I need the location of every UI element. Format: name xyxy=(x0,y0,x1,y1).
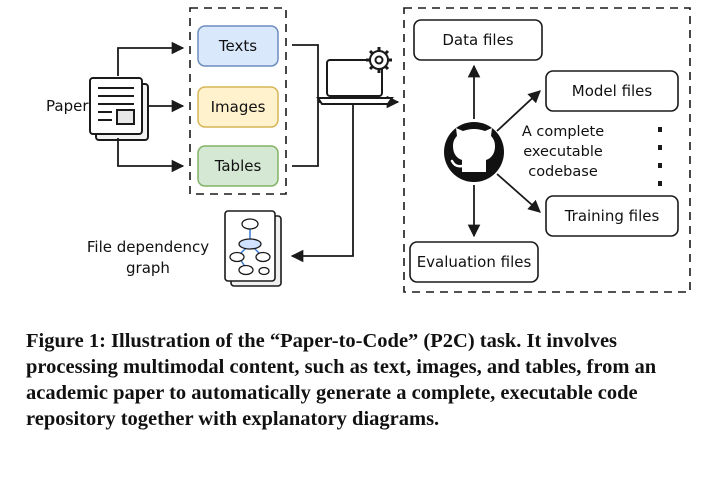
dependency-graph-label-line1: File dependency xyxy=(87,238,209,256)
paper-connectors xyxy=(117,41,185,173)
evaluation-files-label: Evaluation files xyxy=(417,253,532,271)
input-texts-label: Texts xyxy=(218,37,257,55)
codebase-text-line1: A complete xyxy=(522,124,604,140)
data-files-label: Data files xyxy=(442,31,513,49)
data-files-box: Data files xyxy=(413,19,543,61)
graph-connector xyxy=(290,104,354,263)
input-images-label: Images xyxy=(211,98,266,116)
github-icon xyxy=(444,122,504,182)
codebase-container xyxy=(403,7,691,293)
codebase-text-line2: executable xyxy=(523,144,603,160)
model-files-label: Model files xyxy=(572,82,653,100)
more-files-ellipsis xyxy=(658,127,662,186)
dependency-graph-label-line2: graph xyxy=(126,259,170,277)
input-images-box: Images xyxy=(197,86,279,128)
paper-label: Paper xyxy=(46,97,89,115)
training-files-box: Training files xyxy=(545,195,679,237)
codebase-arrows xyxy=(467,64,541,238)
modality-container xyxy=(189,7,287,195)
paper-to-code-diagram: Paper Texts Images Tables xyxy=(46,7,691,293)
graph-icon xyxy=(224,210,282,287)
figure-caption: Figure 1: Illustration of the “Paper-to-… xyxy=(26,330,657,430)
input-texts-box: Texts xyxy=(197,25,279,67)
model-files-box: Model files xyxy=(545,70,679,112)
training-files-label: Training files xyxy=(564,207,660,225)
codebase-text-line3: codebase xyxy=(528,164,598,180)
input-tables-box: Tables xyxy=(197,145,279,187)
laptop-gear-icon xyxy=(316,47,394,105)
input-tables-label: Tables xyxy=(214,157,262,175)
document-icon xyxy=(89,77,149,141)
evaluation-files-box: Evaluation files xyxy=(409,241,539,283)
